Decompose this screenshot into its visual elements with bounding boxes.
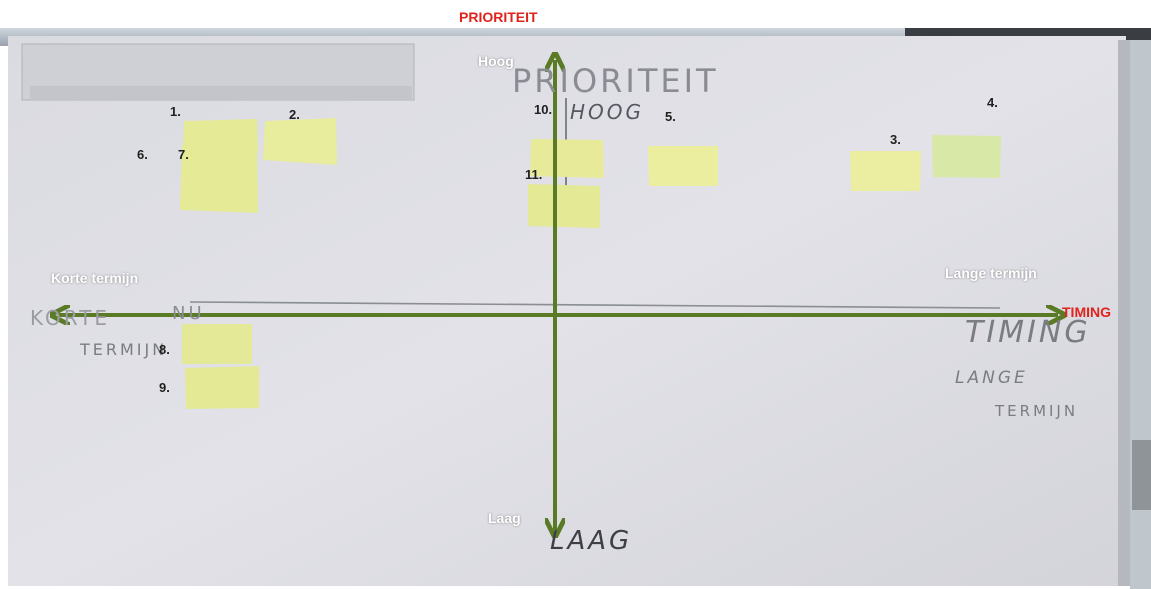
- timing-short-label: Korte termijn: [51, 270, 139, 286]
- handwriting-termijn-right: TERMIJN: [995, 402, 1079, 420]
- handwriting-laag: LAAG: [550, 526, 633, 556]
- timing-axis-title: TIMING: [1062, 304, 1111, 320]
- marker-tray-shadow: [30, 86, 412, 100]
- sticky-note-9: [185, 366, 259, 409]
- note-number-2: 2.: [289, 107, 300, 122]
- handwriting-prioriteit: PRIORITEIT: [512, 62, 719, 100]
- note-number-4: 4.: [987, 95, 998, 110]
- note-number-6: 6.: [137, 147, 148, 162]
- handwriting-timing: TIMING: [965, 315, 1091, 350]
- note-number-11: 11.: [525, 167, 543, 182]
- timing-long-label: Lange termijn: [945, 265, 1037, 281]
- priority-axis-title: PRIORITEIT: [459, 9, 538, 25]
- priority-low-label: Laag: [488, 510, 521, 526]
- handwriting-korte: KORTE: [30, 306, 111, 330]
- note-number-9: 9.: [159, 380, 170, 395]
- sticky-note-2: [263, 118, 337, 165]
- sticky-note-8: [182, 324, 252, 364]
- note-number-5: 5.: [665, 109, 676, 124]
- handwriting-nu: NU: [172, 303, 205, 324]
- sticky-note-7: [180, 145, 258, 213]
- sticky-note-4: [932, 135, 1001, 178]
- note-number-1: 1.: [170, 104, 181, 119]
- priority-high-label: Hoog: [478, 53, 514, 69]
- note-number-8: 8.: [159, 342, 170, 357]
- whiteboard-frame-right: [1118, 40, 1130, 586]
- sticky-note-1: [183, 119, 258, 154]
- sticky-note-11: [528, 184, 600, 228]
- handwriting-hoog: HOOG: [570, 100, 645, 124]
- sticky-note-5: [648, 146, 718, 186]
- sticky-note-3: [850, 151, 921, 191]
- handwriting-lange: LANGE: [955, 368, 1028, 388]
- handwriting-termijn-left: TERMIJN: [80, 340, 168, 359]
- wall-object: [1132, 440, 1151, 510]
- note-number-3: 3.: [890, 132, 901, 147]
- note-number-10: 10.: [534, 102, 553, 117]
- note-number-7: 7.: [178, 147, 189, 162]
